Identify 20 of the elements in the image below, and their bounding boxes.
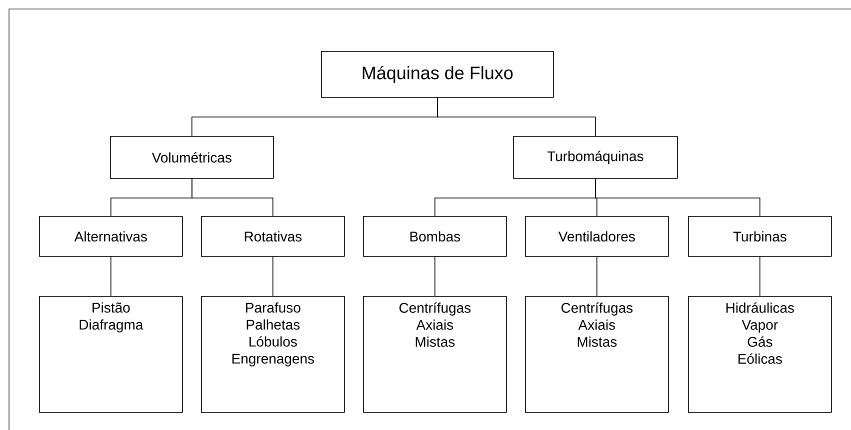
connector (596, 256, 598, 296)
list-box: Pistão Diafragma (39, 296, 183, 413)
category-box: Bombas (363, 216, 507, 257)
list-box: Centrífugas Axiais Mistas (525, 296, 669, 413)
connector (437, 97, 596, 136)
category-box: Alternativas (39, 216, 183, 257)
list-box: Parafuso Palhetas Lóbulos Engrenagens (201, 296, 345, 413)
category-box: Turbinas (688, 216, 832, 257)
category-box: Turbomáquinas (513, 136, 678, 179)
category-box: Rotativas (201, 216, 345, 257)
connector (192, 178, 274, 216)
list-box: Centrífugas Axiais Mistas (363, 296, 507, 413)
connector (272, 256, 274, 296)
connector (110, 256, 112, 296)
category-box: Volumétricas (110, 136, 274, 179)
category-box: Ventiladores (525, 216, 669, 257)
connector (595, 178, 760, 216)
connector (434, 256, 436, 296)
category-box: Máquinas de Fluxo (321, 51, 554, 98)
list-box: Hidráulicas Vapor Gás Eólicas (688, 296, 832, 413)
